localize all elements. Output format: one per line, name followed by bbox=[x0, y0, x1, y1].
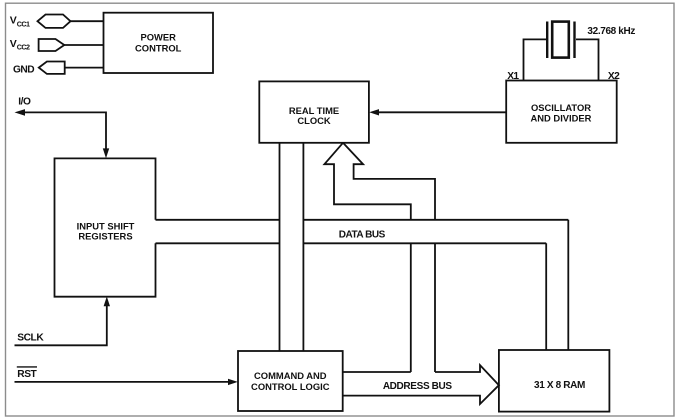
svg-text:I/O: I/O bbox=[18, 96, 31, 107]
svg-text:GND: GND bbox=[13, 64, 34, 75]
svg-text:32.768 kHz: 32.768 kHz bbox=[587, 26, 635, 37]
svg-text:INPUT SHIFT: INPUT SHIFT bbox=[77, 220, 135, 231]
svg-text:CONTROL: CONTROL bbox=[135, 42, 182, 53]
svg-text:AND DIVIDER: AND DIVIDER bbox=[531, 113, 592, 124]
svg-text:OSCILLATOR: OSCILLATOR bbox=[531, 102, 591, 113]
svg-text:POWER: POWER bbox=[140, 32, 176, 43]
svg-text:31 X 8 RAM: 31 X 8 RAM bbox=[534, 380, 585, 391]
svg-text:RST: RST bbox=[17, 369, 37, 380]
svg-text:REAL TIME: REAL TIME bbox=[289, 105, 339, 116]
svg-text:X2: X2 bbox=[608, 71, 620, 82]
svg-text:COMMAND AND: COMMAND AND bbox=[254, 370, 327, 381]
svg-text:ADDRESS BUS: ADDRESS BUS bbox=[383, 381, 453, 392]
svg-text:X1: X1 bbox=[507, 71, 519, 82]
svg-text:DATA BUS: DATA BUS bbox=[339, 230, 386, 241]
svg-text:REGISTERS: REGISTERS bbox=[78, 231, 132, 242]
svg-text:SCLK: SCLK bbox=[17, 332, 44, 343]
svg-text:CLOCK: CLOCK bbox=[297, 115, 331, 126]
svg-text:CONTROL LOGIC: CONTROL LOGIC bbox=[251, 381, 330, 392]
